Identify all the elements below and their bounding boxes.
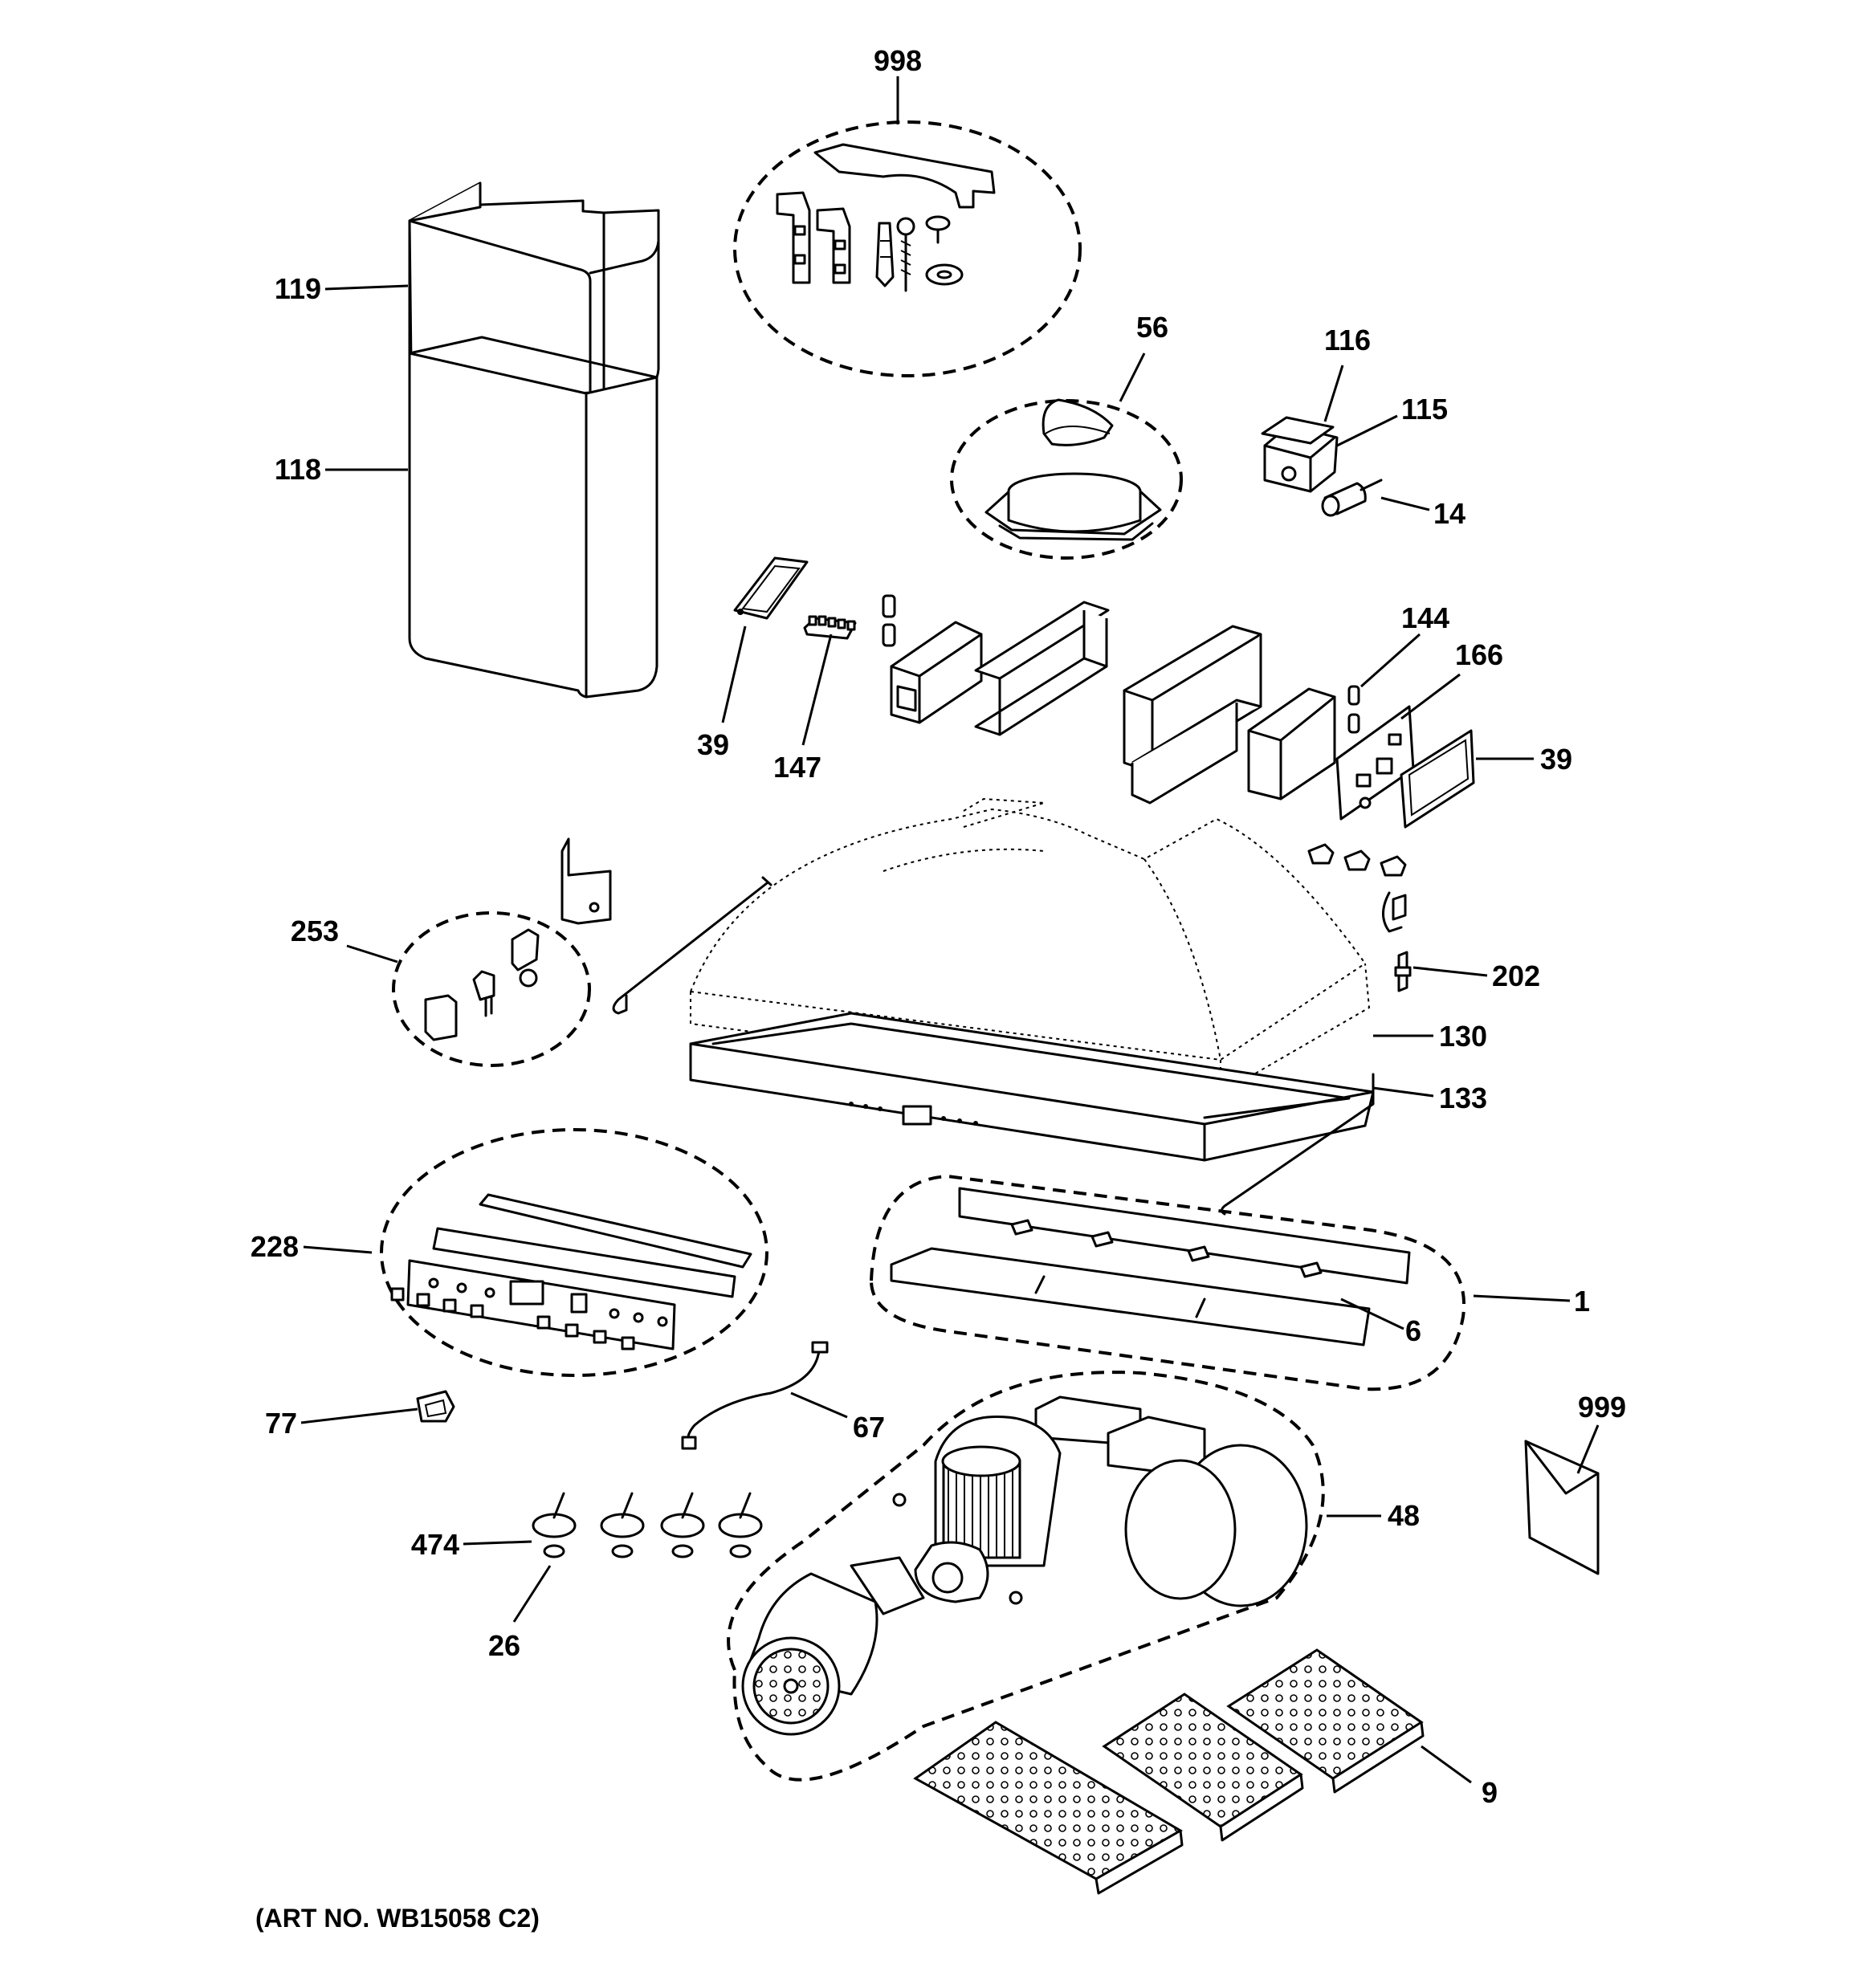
label-228: 228 [251,1230,299,1263]
label-144: 144 [1401,601,1449,634]
chimney-lower-118 [408,336,658,699]
light-bulbs-26 [543,1544,752,1558]
terminal-block-147 [803,615,857,640]
label-39-left: 39 [697,728,729,761]
label-166: 166 [1455,638,1503,671]
part-labels: 998 119 118 56 116 115 14 144 166 39 147… [251,44,1626,1809]
label-6: 6 [1405,1314,1421,1347]
label-998: 998 [874,44,922,77]
blower-assembly-48 [727,1371,1325,1782]
label-14: 14 [1433,497,1465,530]
hardware-kit-998 [733,120,1082,377]
hanger-rod-133 [1221,1073,1375,1216]
label-1: 1 [1574,1285,1590,1318]
label-474: 474 [411,1528,459,1561]
label-56: 56 [1136,311,1168,344]
wire-clips [1307,843,1407,933]
control-housing-right [1123,625,1360,805]
label-39-right: 39 [1540,743,1572,776]
lamp-sockets-474 [532,1492,763,1538]
label-116: 116 [1324,324,1371,356]
light-lens-77 [416,1390,455,1423]
hood-frame-130 [689,1012,1375,1162]
literature-envelope-999 [1524,1440,1600,1575]
label-119: 119 [275,272,321,305]
label-133: 133 [1439,1082,1487,1114]
label-253: 253 [291,915,339,947]
electrical-cover-39-right [1400,729,1475,829]
electrical-cover-39-left [733,556,809,620]
leader-lines [300,76,1600,1784]
control-housing-left [882,594,1110,736]
damper-assembly-56 [950,398,1183,560]
label-48: 48 [1388,1499,1420,1532]
wire-harness-67 [681,1341,829,1450]
label-9: 9 [1482,1776,1498,1809]
label-147: 147 [773,751,821,784]
baffle-assembly-1 [869,1174,1466,1391]
label-202: 202 [1492,959,1540,992]
art-number: (ART NO. WB15058 C2) [255,1904,540,1933]
label-77: 77 [265,1407,297,1440]
label-115: 115 [1401,393,1448,426]
control-panel-228 [380,1128,768,1377]
label-26: 26 [488,1629,520,1662]
label-130: 130 [1439,1020,1487,1053]
label-999: 999 [1578,1391,1626,1424]
grease-filters-9 [913,1648,1425,1895]
switch-part-202 [1394,951,1412,992]
switch-assembly-253 [392,837,612,1067]
control-board-166 [1335,705,1415,821]
junction-box-116 [1261,416,1339,493]
hanger-rod-left [612,876,772,1015]
label-67: 67 [853,1411,885,1444]
label-118: 118 [275,453,321,486]
capacitor-14 [1321,479,1383,517]
